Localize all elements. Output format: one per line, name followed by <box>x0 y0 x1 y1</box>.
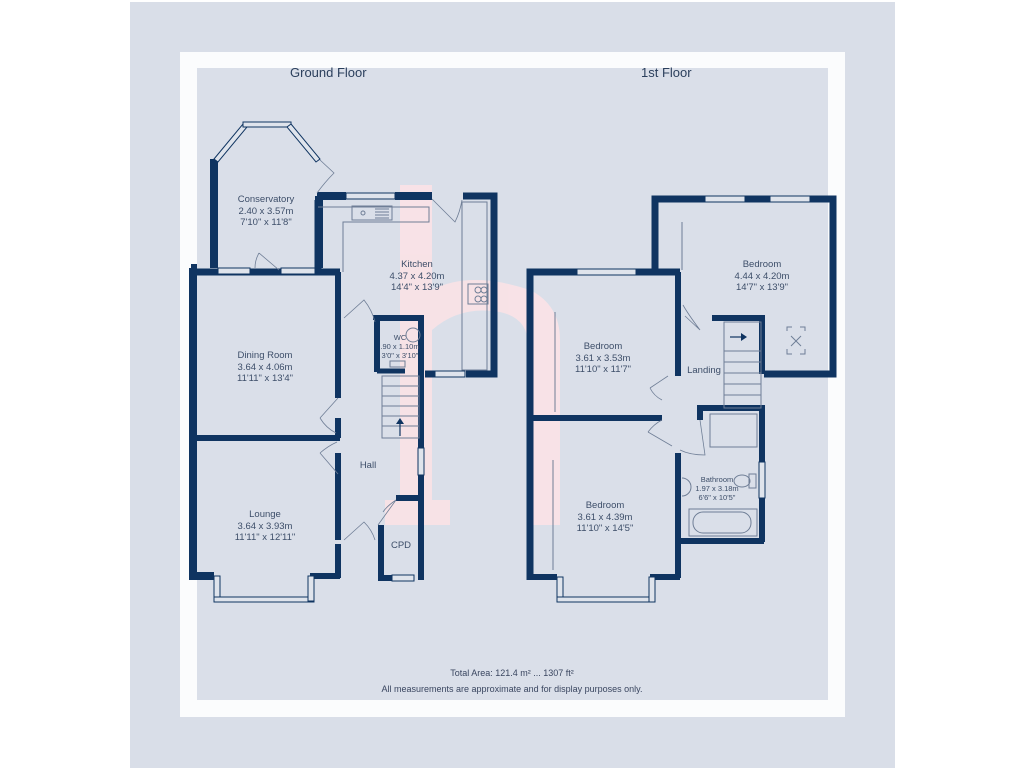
room-name: WC <box>393 333 407 342</box>
room-imperial: 14'4" x 13'9" <box>390 282 444 293</box>
room-imperial: 11'11" x 13'4" <box>237 373 293 384</box>
room-imperial: 6'6" x 10'5" <box>698 493 736 502</box>
ground-floor-title: Ground Floor <box>290 65 367 80</box>
room-name: Bedroom <box>585 500 625 511</box>
plan-panel <box>197 68 828 700</box>
room-imperial: 11'10" x 14'5" <box>576 523 634 534</box>
room-bathroom: Bathroom 1.97 x 3.18m 6'6" x 10'5" <box>695 475 738 502</box>
room-metric: 4.37 x 4.20m <box>389 270 445 282</box>
room-metric: 1.97 x 3.18m <box>695 484 739 493</box>
room-name: Kitchen <box>401 259 433 270</box>
room-imperial: 7'10" x 11'8" <box>240 217 292 228</box>
room-imperial: 11'10" x 11'7" <box>575 364 631 375</box>
room-name: Bedroom <box>742 259 782 270</box>
room-name: Landing <box>687 365 721 376</box>
room-imperial: 3'0" x 3'10" <box>381 351 419 360</box>
fixtures <box>318 201 806 570</box>
disclaimer: All measurements are approximate and for… <box>381 684 643 694</box>
room-name: CPD <box>390 540 412 551</box>
room-metric: 4.44 x 4.20m <box>734 270 790 282</box>
room-bedroom-1: Bedroom 4.44 x 4.20m 14'7" x 13'9" <box>735 259 790 294</box>
room-name: Bedroom <box>583 341 623 352</box>
room-metric: 3.61 x 4.39m <box>577 511 633 523</box>
doors <box>254 159 706 541</box>
room-wc: WC .90 x 1.10m 3'0" x 3'10" <box>380 333 419 360</box>
room-metric: 3.61 x 3.53m <box>575 352 631 364</box>
room-landing: Landing <box>687 365 721 377</box>
first-floor-title: 1st Floor <box>641 65 692 80</box>
room-name: Bathroom <box>700 475 734 484</box>
room-metric: .90 x 1.10m <box>380 342 420 351</box>
room-name: Conservatory <box>237 194 295 205</box>
room-metric: 2.40 x 3.57m <box>238 205 294 217</box>
room-hall: Hall <box>360 460 376 472</box>
room-name: Hall <box>359 460 377 471</box>
windows <box>213 121 811 603</box>
room-metric: 3.64 x 3.93m <box>237 520 293 532</box>
walls <box>189 159 837 581</box>
room-imperial: 14'7" x 13'9" <box>735 282 789 293</box>
room-cpd: CPD <box>391 540 411 552</box>
room-name: Lounge <box>249 509 281 520</box>
room-imperial: 11'11" x 12'11" <box>234 532 296 543</box>
room-lounge: Lounge 3.64 x 3.93m 11'11" x 12'11" <box>235 509 296 544</box>
room-metric: 3.64 x 4.06m <box>237 361 293 373</box>
room-conservatory: Conservatory 2.40 x 3.57m 7'10" x 11'8" <box>238 194 295 229</box>
room-bedroom-3: Bedroom 3.61 x 4.39m 11'10" x 14'5" <box>577 500 634 535</box>
room-name: Dining Room <box>237 350 293 361</box>
room-kitchen: Kitchen 4.37 x 4.20m 14'4" x 13'9" <box>390 259 445 294</box>
room-dining-room: Dining Room 3.64 x 4.06m 11'11" x 13'4" <box>237 350 293 385</box>
total-area: Total Area: 121.4 m² ... 1307 ft² <box>450 668 574 678</box>
room-bedroom-2: Bedroom 3.61 x 3.53m 11'10" x 11'7" <box>575 341 631 376</box>
